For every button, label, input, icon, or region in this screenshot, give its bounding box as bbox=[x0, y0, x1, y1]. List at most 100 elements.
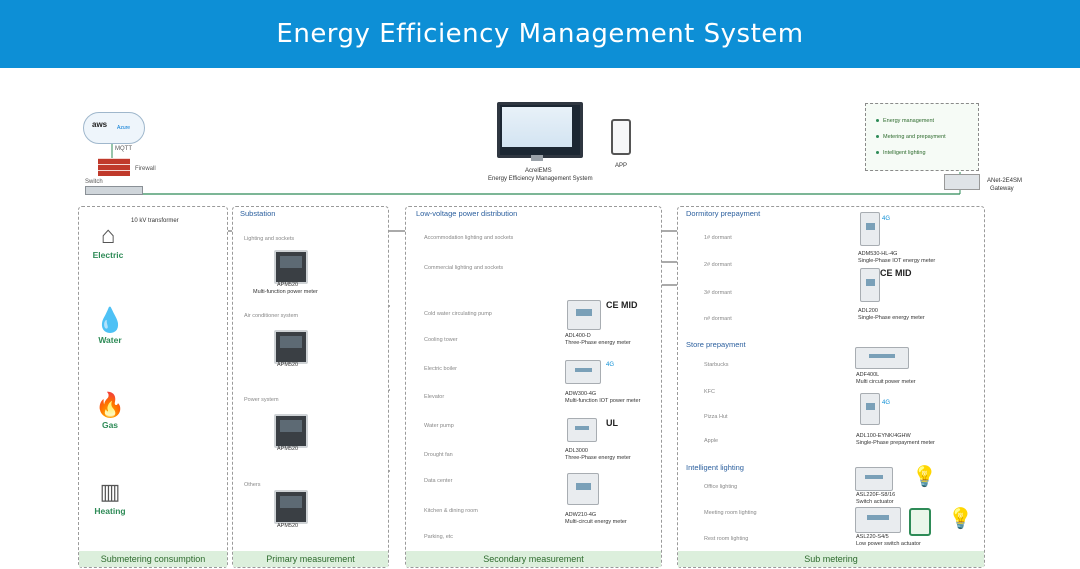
legend-item: Metering and prepayment bbox=[876, 134, 946, 140]
electric-tower-icon: ⌂ bbox=[100, 222, 116, 249]
feeder-label: Drought fan bbox=[424, 452, 453, 458]
gateway-sub: Gateway bbox=[990, 186, 1014, 192]
section-footer: Secondary measurement bbox=[406, 551, 661, 567]
device-model: ADL400-D bbox=[565, 333, 591, 339]
radiator-icon: ▥ bbox=[99, 479, 121, 504]
apm520-meter-image bbox=[274, 250, 308, 284]
firewall-label: Firewall bbox=[135, 166, 156, 172]
switch-panel-icon bbox=[909, 508, 931, 536]
lighting-title: Intelligent lighting bbox=[686, 463, 744, 472]
monitor-stand bbox=[531, 155, 543, 161]
device-desc: Multi-function power meter bbox=[253, 289, 318, 295]
device-model: ADL100-EYNK/4GHW bbox=[856, 433, 911, 439]
gateway-name: ANet-2E4SM bbox=[987, 178, 1023, 184]
gas-flame-icon: 🔥 bbox=[95, 392, 125, 419]
adw300-meter-image bbox=[565, 360, 601, 384]
store-label: Pizza Hut bbox=[704, 414, 728, 420]
energy-gas: 🔥 Gas bbox=[80, 392, 140, 430]
device-model: ADW210-4G bbox=[565, 512, 597, 518]
device-model: APM520 bbox=[277, 282, 299, 288]
device-model: APM520 bbox=[277, 446, 299, 452]
app-label: APP bbox=[615, 163, 628, 169]
certification-mark: CE MID bbox=[606, 300, 638, 310]
firewall-icon bbox=[98, 158, 130, 176]
asl220f-actuator-image bbox=[855, 467, 893, 491]
adf400l-meter-image bbox=[855, 347, 909, 369]
adw210-meter-image bbox=[567, 473, 599, 505]
light-bulb-icon: 💡 bbox=[912, 466, 937, 488]
legend-item: Energy management bbox=[876, 118, 934, 124]
apm520-meter-image bbox=[274, 414, 308, 448]
legend-item: Intelligent lighting bbox=[876, 150, 926, 156]
apm520-meter-image bbox=[274, 490, 308, 524]
device-model: APM520 bbox=[277, 362, 299, 368]
lighting-label: Rest room lighting bbox=[704, 536, 749, 542]
device-desc: Multi circuit power meter bbox=[856, 379, 916, 385]
room-label: n# dormant bbox=[704, 316, 732, 322]
feeder-label: Accommodation lighting and sockets bbox=[424, 235, 514, 241]
adl200-meter-image bbox=[860, 268, 880, 302]
room-label: 1# dormant bbox=[704, 235, 732, 241]
adl400-meter-image bbox=[567, 300, 601, 330]
load-label: Power system bbox=[244, 397, 279, 403]
signal-4g-icon: 4G bbox=[882, 400, 891, 406]
light-bulb-icon: 💡 bbox=[948, 508, 973, 530]
dormitory-title: Dormitory prepayment bbox=[686, 209, 761, 218]
certification-mark: UL bbox=[606, 418, 618, 428]
room-label: 2# dormant bbox=[704, 262, 732, 268]
azure-label: Azure bbox=[117, 125, 131, 131]
device-desc: Three-Phase energy meter bbox=[565, 340, 631, 346]
feeder-label: Parking, etc bbox=[424, 534, 454, 540]
adl3000-meter-image bbox=[567, 418, 597, 442]
section-footer: Sub metering bbox=[678, 551, 984, 567]
mqtt-label: MQTT bbox=[115, 146, 132, 152]
phone-icon bbox=[611, 119, 631, 155]
aws-label: aws bbox=[92, 120, 108, 129]
device-model: ADF400L bbox=[856, 372, 880, 378]
device-desc: Multi-function IOT power meter bbox=[565, 398, 641, 404]
feeder-label: Water pump bbox=[424, 423, 454, 429]
energy-electric: ⌂ Electric bbox=[78, 222, 138, 260]
device-desc: Low power switch actuator bbox=[856, 541, 921, 547]
function-legend: Energy management Metering and prepaymen… bbox=[865, 103, 979, 171]
section-footer: Submetering consumption bbox=[79, 551, 227, 567]
store-label: Starbucks bbox=[704, 362, 729, 368]
feeder-label: Data center bbox=[424, 478, 453, 484]
feeder-label: Elevator bbox=[424, 394, 445, 400]
device-desc: Single-Phase energy meter bbox=[858, 315, 925, 321]
legend-dot-icon bbox=[876, 151, 879, 155]
feeder-label: Cold water circulating pump bbox=[424, 311, 492, 317]
section-submetering: Submetering consumption bbox=[78, 206, 228, 568]
signal-4g-icon: 4G bbox=[606, 362, 615, 368]
device-model: ASL220-S4/5 bbox=[856, 534, 889, 540]
certification-mark: CE MID bbox=[880, 268, 912, 278]
feeder-label: Commercial lighting and sockets bbox=[424, 265, 504, 271]
device-desc: Single-Phase IOT energy meter bbox=[858, 258, 936, 264]
apm520-meter-image bbox=[274, 330, 308, 364]
section-sub-metering: Sub metering bbox=[677, 206, 985, 568]
lighting-label: Office lighting bbox=[704, 484, 738, 490]
cloud-icon bbox=[83, 112, 145, 144]
store-title: Store prepayment bbox=[686, 340, 746, 349]
device-model: ADM530-HL-4G bbox=[858, 251, 898, 257]
transformer-label: 10 kV transformer bbox=[131, 218, 179, 224]
signal-4g-icon: 4G bbox=[882, 216, 891, 222]
device-model: ADL200 bbox=[858, 308, 878, 314]
header-banner: Energy Efficiency Management System bbox=[0, 0, 1080, 68]
device-model: ASL220F-S8/16 bbox=[856, 492, 896, 498]
switch-icon bbox=[85, 186, 143, 195]
feeder-label: Cooling tower bbox=[424, 337, 458, 343]
device-model: APM520 bbox=[277, 523, 299, 529]
device-model: ADW300-4G bbox=[565, 391, 597, 397]
store-label: Apple bbox=[704, 438, 719, 444]
adl100-meter-image bbox=[860, 393, 880, 425]
load-label: Lighting and sockets bbox=[244, 236, 295, 242]
section-footer: Primary measurement bbox=[233, 551, 388, 567]
ems-screen bbox=[502, 107, 572, 147]
feeder-label: Kitchen & dining room bbox=[424, 508, 478, 514]
adm530-meter-image bbox=[860, 212, 880, 246]
store-label: KFC bbox=[704, 389, 715, 395]
load-label: Others bbox=[244, 482, 261, 488]
page-title: Energy Efficiency Management System bbox=[276, 19, 804, 49]
feeder-label: Electric boiler bbox=[424, 366, 458, 372]
